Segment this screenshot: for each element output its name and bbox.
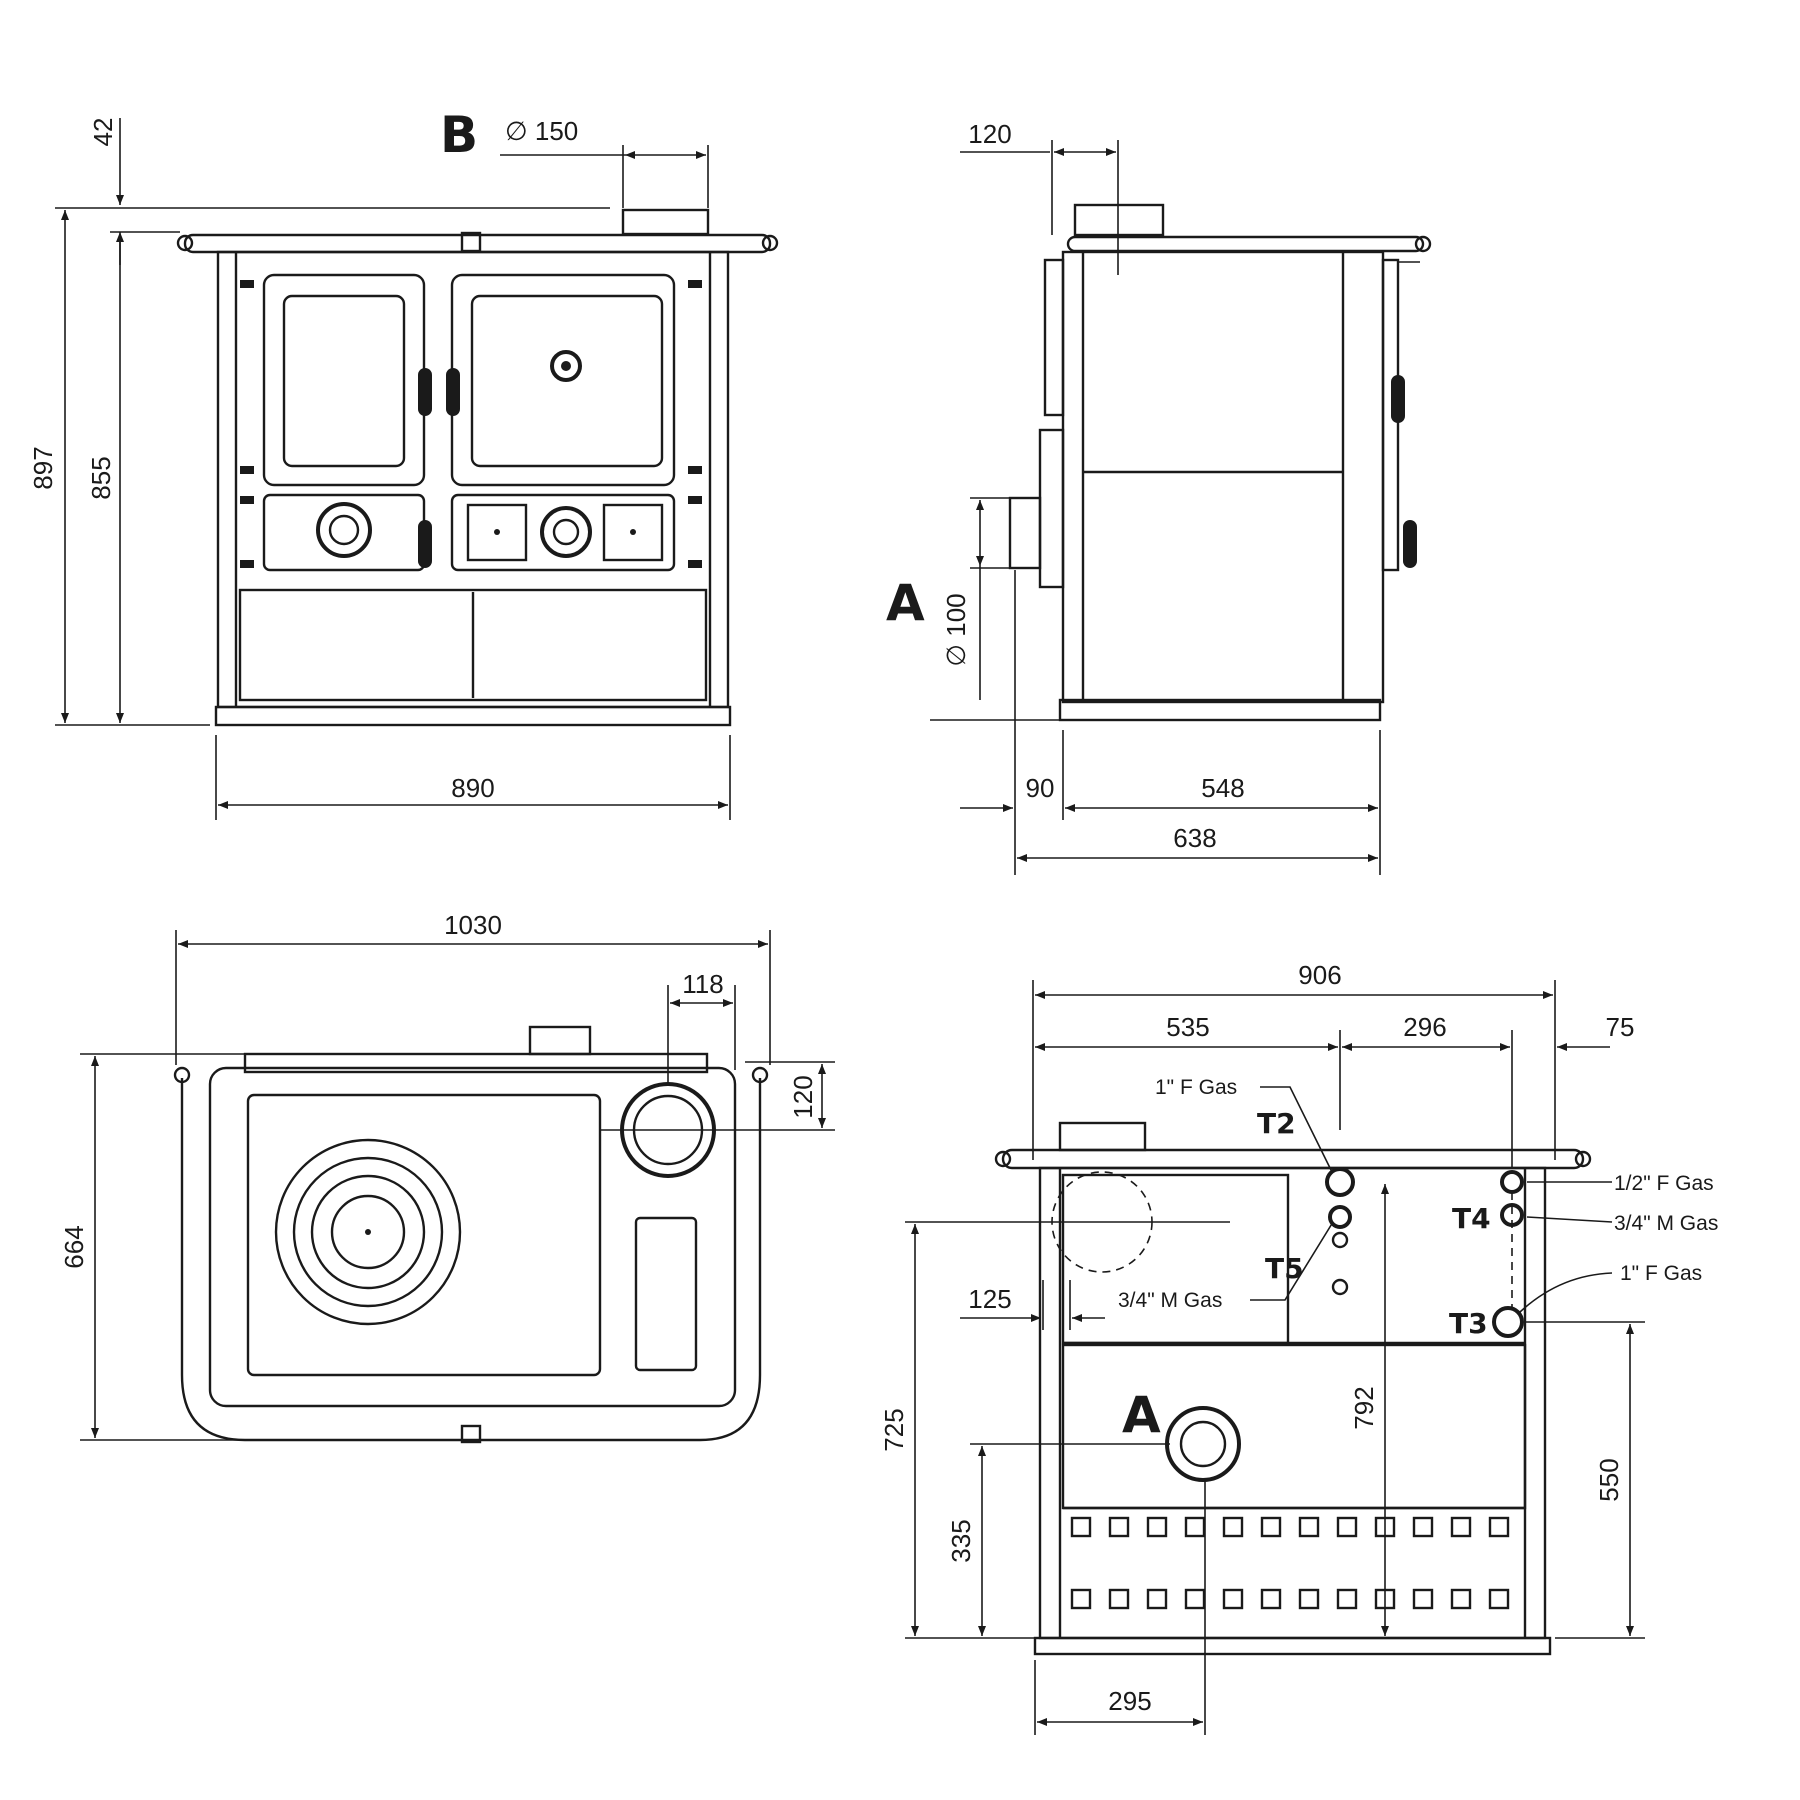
label-T3: T3 — [1449, 1307, 1488, 1340]
label-gas-34m-left: 3/4" M Gas — [1118, 1289, 1222, 1312]
dim-335: 335 — [946, 1519, 976, 1562]
back-body — [1038, 1166, 1547, 1640]
label-T2: T2 — [1257, 1107, 1296, 1140]
top-handrail — [180, 1078, 762, 1442]
top-hotplate — [246, 1093, 602, 1377]
oven-thermometer — [550, 350, 582, 382]
dim-90: 90 — [1026, 773, 1055, 803]
label-gas-1f-top: 1" F Gas — [1155, 1076, 1237, 1099]
dim-638: 638 — [1173, 823, 1216, 853]
hotplate-ring-outer — [274, 1138, 462, 1326]
label-T4: T4 — [1452, 1202, 1491, 1235]
top-flue-collar — [528, 1025, 592, 1056]
back-lower-panel — [1061, 1343, 1527, 1510]
label-gas-half-f: 1/2" F Gas — [1614, 1172, 1714, 1195]
back-outlet-A — [1165, 1406, 1241, 1482]
oven-glass — [470, 294, 664, 468]
label-A-side: A — [886, 574, 925, 632]
top-hatch — [634, 1216, 698, 1372]
label-diameter-150: ∅ 150 — [505, 116, 578, 146]
front-flue-collar — [621, 208, 710, 236]
dim-296: 296 — [1403, 1012, 1446, 1042]
dim-118: 118 — [682, 969, 723, 999]
firebox-glass — [282, 294, 406, 468]
top-rear-rail — [243, 1052, 709, 1074]
dim-42: 42 — [88, 118, 118, 147]
front-cooktop — [183, 233, 772, 254]
dim-295: 295 — [1108, 1686, 1151, 1716]
ash-door — [262, 493, 426, 572]
dim-125: 125 — [968, 1284, 1011, 1314]
top-view: 1030 118 120 664 — [59, 910, 835, 1444]
dim-535: 535 — [1166, 1012, 1209, 1042]
label-gas-1f-right: 1" F Gas — [1620, 1262, 1702, 1285]
dim-725: 725 — [879, 1408, 909, 1451]
dim-548: 548 — [1201, 773, 1244, 803]
back-plinth — [1033, 1636, 1552, 1656]
dim-side-120: 120 — [968, 119, 1011, 149]
dim-664: 664 — [59, 1225, 89, 1268]
dim-550: 550 — [1594, 1458, 1624, 1501]
label-T5: T5 — [1265, 1252, 1304, 1285]
front-view: 42 897 855 890 B ∅ 150 — [28, 106, 1417, 820]
side-cooktop — [1066, 235, 1425, 253]
back-cooktop — [1001, 1148, 1585, 1170]
back-flue-collar — [1058, 1121, 1147, 1152]
dim-890: 890 — [451, 773, 494, 803]
door-handles — [418, 368, 1417, 568]
connection-T5 — [1328, 1205, 1352, 1229]
side-rear-flue — [1008, 496, 1042, 570]
side-body — [1061, 250, 1385, 704]
label-diameter-100: ∅ 100 — [941, 593, 971, 666]
dim-855: 855 — [86, 456, 116, 499]
dim-792: 792 — [1349, 1386, 1379, 1429]
firebox-door — [262, 273, 426, 487]
dim-75: 75 — [1606, 1012, 1635, 1042]
side-flue-collar — [1073, 203, 1165, 237]
dim-897: 897 — [28, 446, 58, 489]
dim-1030: 1030 — [444, 910, 502, 940]
label-gas-34m-right: 3/4" M Gas — [1614, 1212, 1718, 1235]
oven-control-knob — [540, 506, 592, 558]
air-regulator — [316, 502, 372, 558]
side-plinth — [1058, 698, 1382, 722]
top-cooktop — [208, 1066, 737, 1408]
vent-grid — [1070, 1516, 1510, 1610]
front-plinth — [214, 705, 732, 727]
side-view: 120 A ∅ 100 90 548 638 — [886, 119, 1432, 875]
dim-top-120: 120 — [788, 1075, 818, 1118]
connection-T2 — [1325, 1167, 1355, 1197]
back-view: 1" F Gas T2 1/2" F Gas T4 3/4" M Gas 1" … — [879, 960, 1718, 1735]
label-A-back: A — [1122, 1386, 1161, 1444]
oven-lower-panel — [450, 493, 676, 572]
connection-half-F — [1500, 1170, 1524, 1194]
side-rear-box — [1038, 428, 1065, 589]
label-B: B — [440, 106, 478, 164]
dim-906: 906 — [1298, 960, 1341, 990]
front-drawer — [238, 588, 708, 702]
connection-T3 — [1492, 1306, 1524, 1338]
